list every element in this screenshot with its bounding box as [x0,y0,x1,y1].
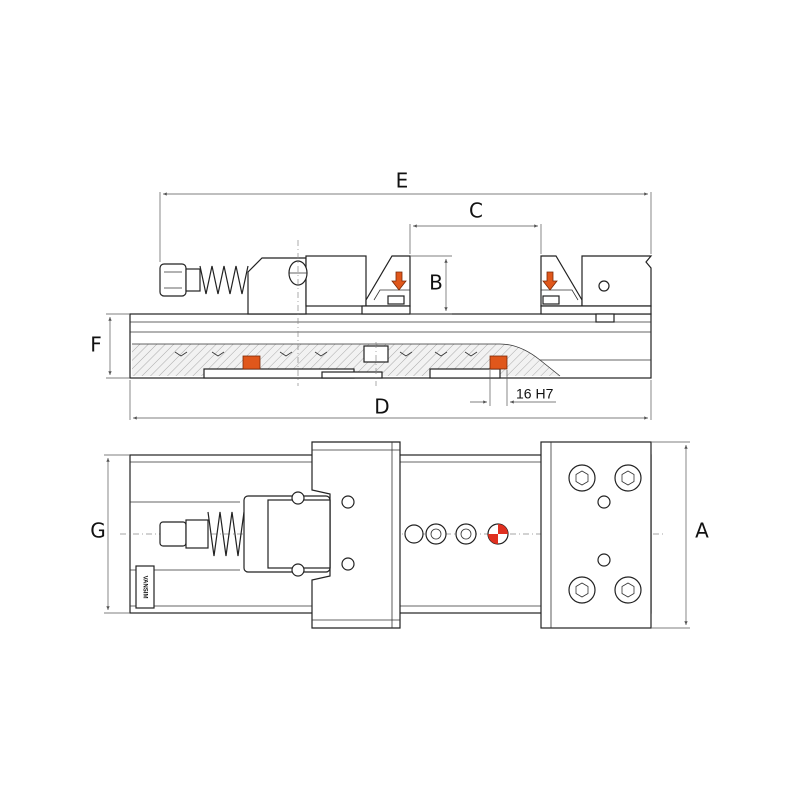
side-view [129,240,653,386]
arrow-down-icon [542,271,558,291]
dimension-f: F [90,313,130,379]
dim-label-slot: 16 H7 [516,386,554,402]
spindle-knob [159,263,187,297]
moving-jaw-top [311,441,401,629]
target-icon [487,523,509,545]
section-hatch [132,344,560,376]
dim-label-g: G [90,519,106,543]
dim-label-e: E [396,169,409,193]
key-left [242,355,261,370]
dim-label-b: B [429,271,443,295]
dim-label-c: C [469,199,483,223]
socket-bolt [568,464,642,604]
dim-label-d: D [374,395,389,419]
key-right [489,355,508,370]
dim-label-a: A [695,519,709,543]
brand-label: VANSIM [141,576,147,599]
spring [199,265,249,295]
arrow-down-icon [391,271,407,291]
top-view: VANSIM [120,441,665,629]
dimension-e: E [159,169,652,262]
dimension-a: A [651,441,709,629]
fixed-jaw-body [581,255,653,307]
dimension-b: B [410,255,452,315]
dimension-c: C [409,199,542,254]
dimension-d: D [129,380,652,420]
dim-label-f: F [90,333,102,357]
dimension-slot: 16 H7 [470,370,556,406]
dimension-g: G [90,454,130,614]
brand-badge: VANSIM [135,565,155,609]
